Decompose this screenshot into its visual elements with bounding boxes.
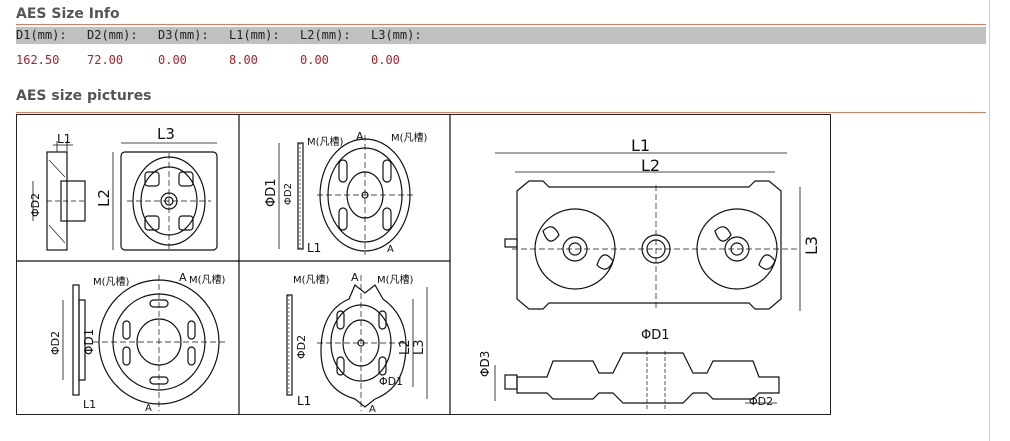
label-m-d2: M(凡槽) [377, 273, 414, 286]
value-d3: 0.00 [158, 53, 187, 67]
col-d3: D3(mm): [158, 28, 209, 42]
label-l3-a: L3 [157, 125, 175, 143]
dimension-value-row: 162.50 72.00 0.00 8.00 0.00 0.00 [16, 52, 986, 69]
label-m-d1: M(凡槽) [293, 273, 330, 286]
label-l3-e: L3 [802, 236, 821, 255]
technical-drawing: L1 L3 L2 ΦD2 M(凡槽) A M(凡槽) ΦD1 ΦD2 L1 A [16, 114, 831, 415]
label-d1-d: ΦD1 [379, 375, 403, 388]
value-d1: 162.50 [16, 53, 60, 67]
label-m-c1: M(凡槽) [93, 275, 130, 288]
drawing-round-seal [62, 275, 225, 411]
drawing-oval-seal [278, 135, 413, 255]
size-info-title: AES Size Info [16, 6, 120, 22]
value-l1: 8.00 [229, 53, 258, 67]
col-l3: L3(mm): [371, 28, 422, 42]
pictures-divider [16, 112, 986, 113]
col-l2: L2(mm): [300, 28, 351, 42]
col-l1: L1(mm): [229, 28, 280, 42]
label-d2-d: ΦD2 [295, 335, 308, 359]
label-l3-d: L3 [412, 339, 427, 355]
label-l1-a: L1 [57, 132, 71, 146]
label-m-c2: M(凡槽) [189, 273, 226, 286]
drawing-rect-seal [32, 141, 218, 251]
label-m-b2: M(凡槽) [391, 131, 428, 144]
label-l1-b: L1 [307, 241, 321, 255]
col-d1: D1(mm): [16, 28, 67, 42]
label-d1-c: ΦD1 [82, 329, 96, 355]
title-divider [16, 24, 986, 25]
label-l2-e: L2 [641, 156, 660, 175]
label-a-b2: A [387, 244, 394, 255]
col-d2: D2(mm): [87, 28, 138, 42]
label-a-d1: A [351, 271, 359, 284]
label-l1-e: L1 [631, 136, 650, 155]
label-l1-d: L1 [297, 394, 311, 408]
label-l1-c: L1 [83, 398, 96, 411]
label-d2-b: ΦD2 [283, 183, 294, 205]
size-pictures-title: AES size pictures [16, 88, 152, 104]
label-d3-e: ΦD3 [478, 351, 492, 377]
page-border [989, 0, 990, 441]
label-l2-a: L2 [95, 189, 113, 207]
label-a-c1: A [179, 271, 187, 284]
label-a-c2: A [145, 403, 152, 414]
value-l2: 0.00 [300, 53, 329, 67]
label-l2-d: L2 [398, 339, 413, 355]
drawing-twin-seal [494, 152, 801, 409]
label-a-d2: A [369, 404, 376, 414]
value-d2: 72.00 [87, 53, 124, 67]
label-a-b1: A [356, 130, 364, 143]
label-d2-c: ΦD2 [49, 331, 62, 355]
drawing-lobed-seal [286, 275, 428, 411]
dimension-header-row: D1(mm): D2(mm): D3(mm): L1(mm): L2(mm): … [16, 27, 986, 44]
value-l3: 0.00 [371, 53, 400, 67]
label-d2-a: ΦD2 [29, 193, 42, 217]
label-d2-e: ΦD2 [749, 395, 773, 408]
label-m-b1: M(凡槽) [307, 135, 344, 148]
label-d1-e: ΦD1 [641, 328, 670, 343]
label-d1-b: ΦD1 [264, 178, 279, 207]
